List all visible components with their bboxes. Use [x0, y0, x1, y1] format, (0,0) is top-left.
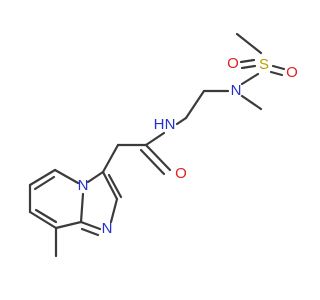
bond-c-o-double [139, 148, 166, 176]
bond-c8-c8a [54, 220, 83, 230]
bond-n-methyl [240, 94, 263, 111]
bond-ch2-nh [175, 116, 188, 126]
atom-amide-hydrogen: H [154, 116, 165, 133]
bond-c8a-n4 [79, 192, 85, 224]
atom-carbonyl-oxygen: O [175, 165, 187, 182]
bond-s-o1-double [240, 64, 257, 70]
molecule-structure: S O O N N H O N N [28, 32, 298, 258]
bond-c7-c8 [28, 210, 58, 230]
bond-s-n [240, 72, 260, 86]
bond-s-methyl [235, 32, 263, 55]
bond-c2-n1 [109, 197, 119, 224]
atom-sulfur: S [259, 56, 269, 73]
atom-ring-nitrogen-imidazole: N [102, 220, 113, 237]
bond-n1-c8a [79, 220, 102, 231]
bond-c5-c6 [28, 168, 57, 187]
bond-s-o1 [239, 58, 256, 64]
bond-ch2-ch2 [184, 89, 206, 120]
bond-ch2-ring [101, 143, 120, 174]
bond-n4-c3 [86, 170, 105, 184]
atom-ring-nitrogen-bridge: N [78, 177, 89, 194]
bond-c3-c2 [101, 170, 119, 201]
atom-sulfonamide-nitrogen: N [231, 82, 242, 99]
bond-n1-c8a-double [80, 227, 100, 237]
bonds [28, 32, 286, 258]
bond-c7-c8-double [34, 208, 58, 224]
atom-sulfonyl-oxygen-2: O [286, 64, 298, 81]
molecule-canvas: S O O N N H O N N [28, 32, 298, 258]
bond-s-o2-double [269, 70, 284, 77]
bond-c5-c6-double [33, 175, 56, 191]
atom-amide-nitrogen: N [165, 116, 176, 133]
bond-nh-carbonyl [144, 131, 166, 147]
bond-s-o2 [271, 64, 286, 71]
atom-labels: S O O N N H O N N [78, 55, 298, 237]
bond-c3-c2-double [107, 173, 123, 199]
bond-c-o [144, 143, 172, 172]
bond-n4-c5 [53, 168, 80, 185]
atom-sulfonyl-oxygen-1: O [227, 55, 239, 72]
